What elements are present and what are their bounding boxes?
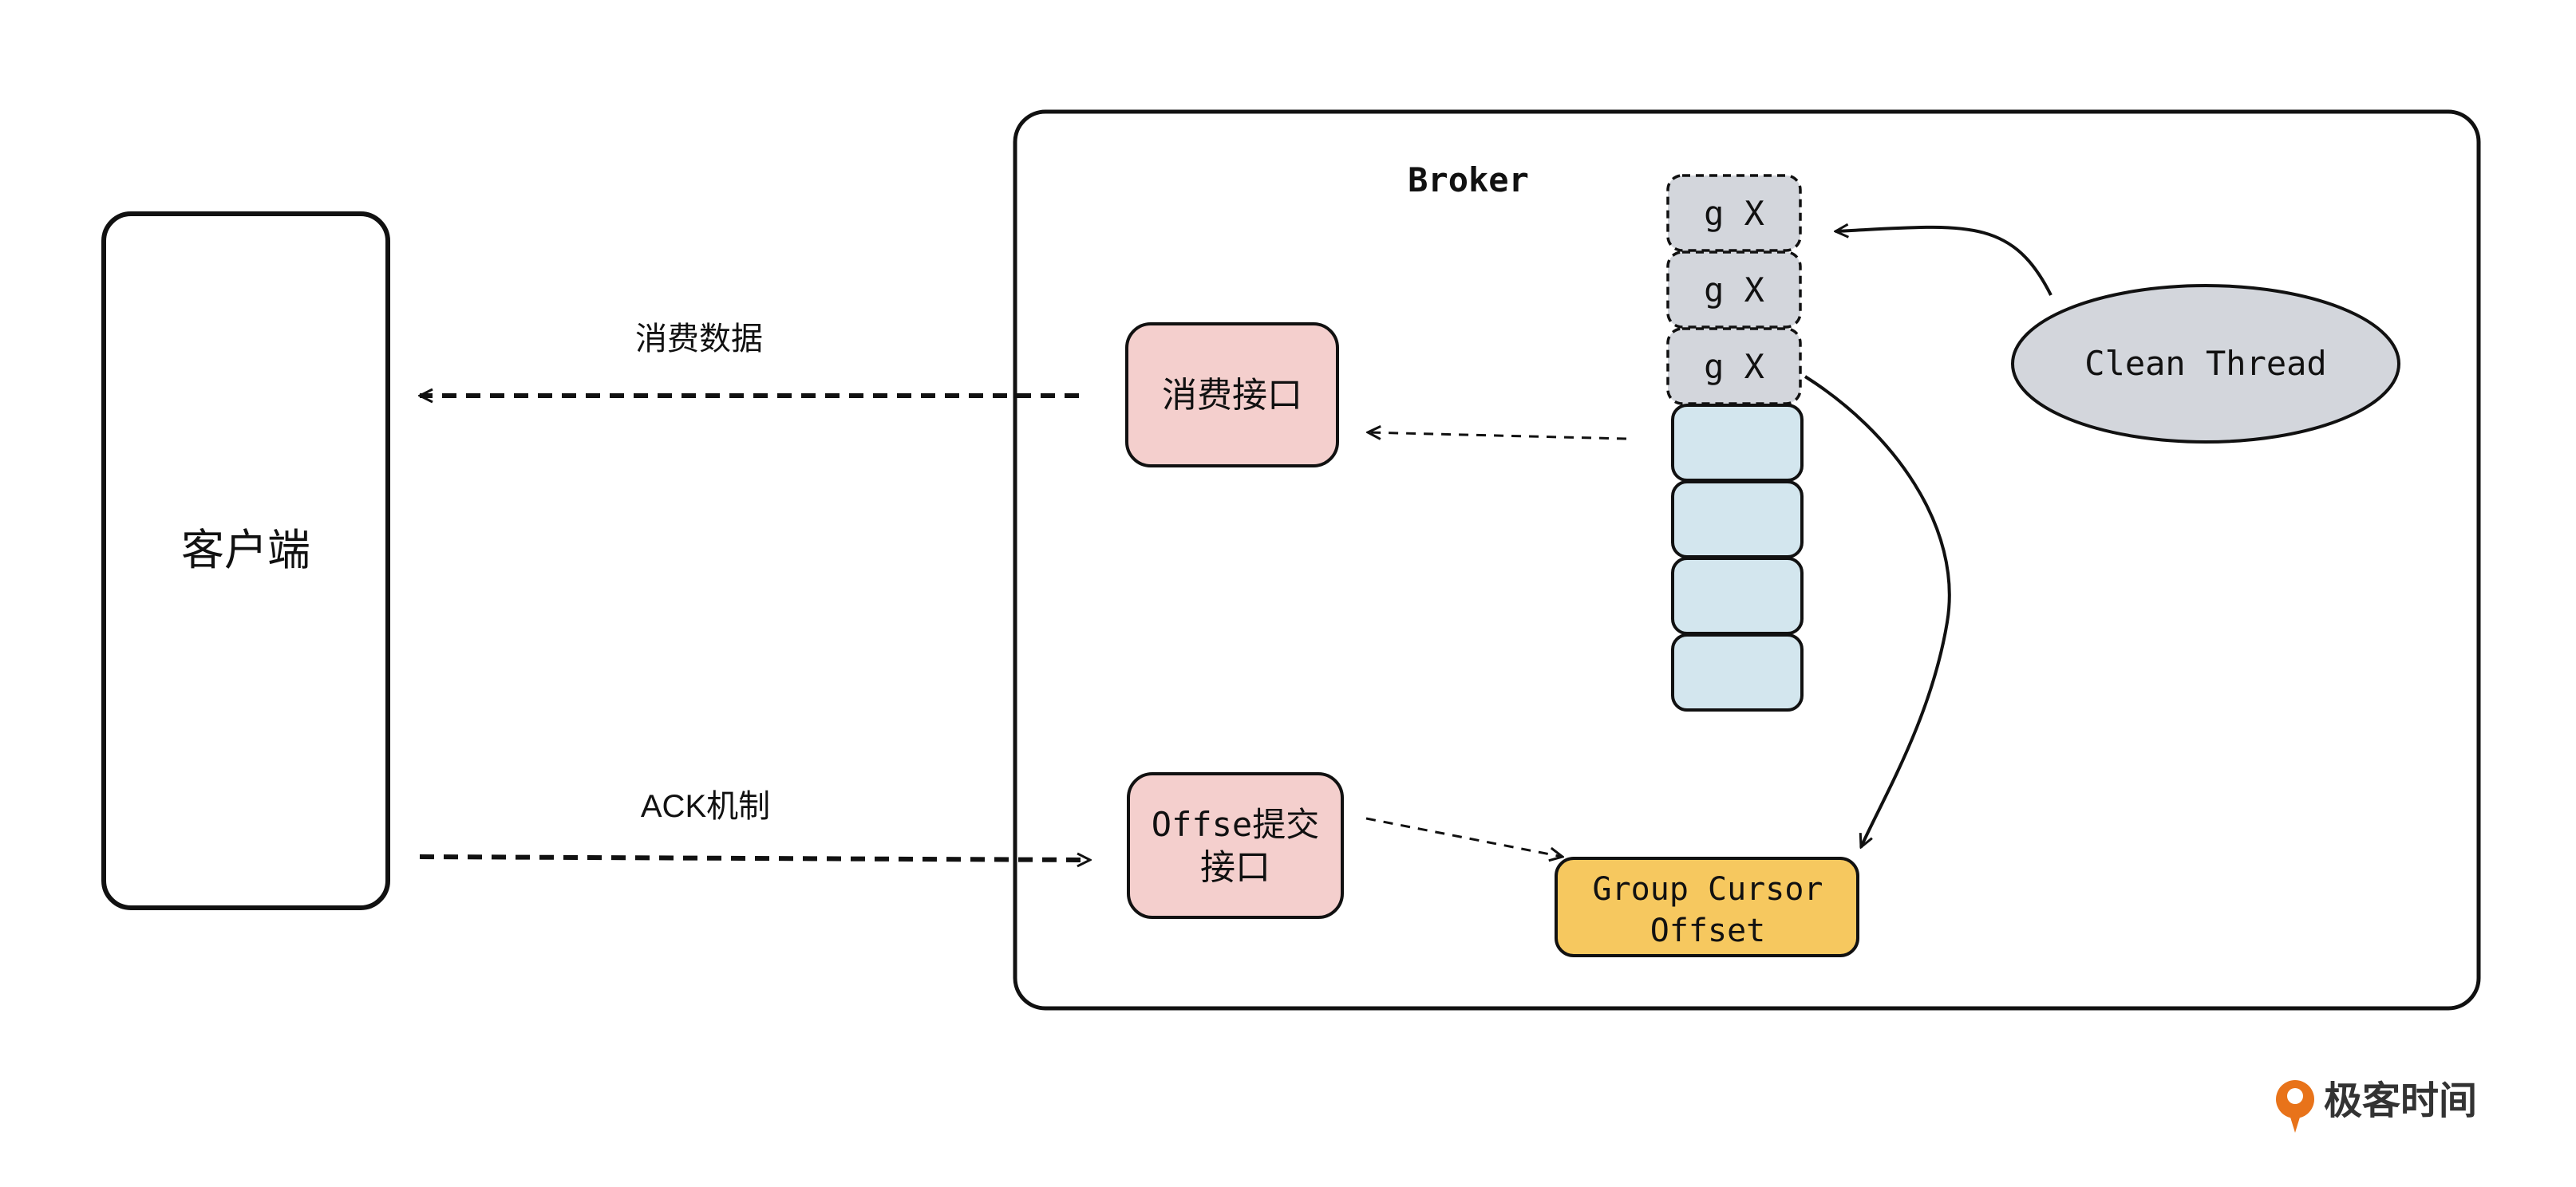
watermark-text: 极客时间 <box>2324 1080 2477 1122</box>
active-segments <box>1671 404 1804 712</box>
group-cursor-label-line1: Group Cursor <box>1593 871 1823 908</box>
consume-data-label: 消费数据 <box>635 321 763 357</box>
offset-commit-api-node: Offse提交 接口 <box>1127 772 1344 919</box>
cleaned-segment-label: g X <box>1704 347 1764 386</box>
offset-api-label-line2: 接口 <box>1200 848 1270 887</box>
consume-api-label: 消费接口 <box>1162 376 1302 415</box>
clean-thread-label: Clean Thread <box>2084 344 2326 383</box>
cleaned-segment-label: g X <box>1704 194 1764 233</box>
offset-to-cursor-arrow <box>1365 817 1563 857</box>
ack-label: ACK机制 <box>641 789 770 824</box>
segment-to-consume-arrow <box>1368 432 1627 439</box>
watermark: 极客时间 <box>2276 1080 2477 1133</box>
client-node: 客户端 <box>101 211 390 910</box>
group-cursor-label-line2: Offset <box>1650 913 1766 949</box>
cleaned-segments: g X g X g X <box>1666 174 1802 405</box>
cleaned-segment <box>1666 250 1802 329</box>
offset-api-label-line1: Offse提交 <box>1152 805 1319 844</box>
active-segment <box>1671 480 1804 558</box>
active-segment <box>1671 557 1804 635</box>
client-label: 客户端 <box>181 526 310 574</box>
consume-api-node: 消费接口 <box>1125 322 1339 467</box>
broker-label: Broker <box>1408 160 1529 199</box>
edges: 消费数据 ACK机制 <box>419 227 2053 860</box>
active-segment <box>1671 404 1804 482</box>
active-segment <box>1671 633 1804 712</box>
segment-to-cursor-arrow <box>1804 375 1951 847</box>
cleaned-segment <box>1666 174 1802 252</box>
clean-thread-node: Clean Thread <box>2011 284 2400 444</box>
clean-thread-arrow <box>1835 227 2053 296</box>
ack-arrow <box>419 857 1090 860</box>
group-cursor-offset-node: Group Cursor Offset <box>1555 857 1859 957</box>
geektime-logo-icon <box>2276 1080 2314 1133</box>
cleaned-segment-label: g X <box>1704 270 1764 310</box>
